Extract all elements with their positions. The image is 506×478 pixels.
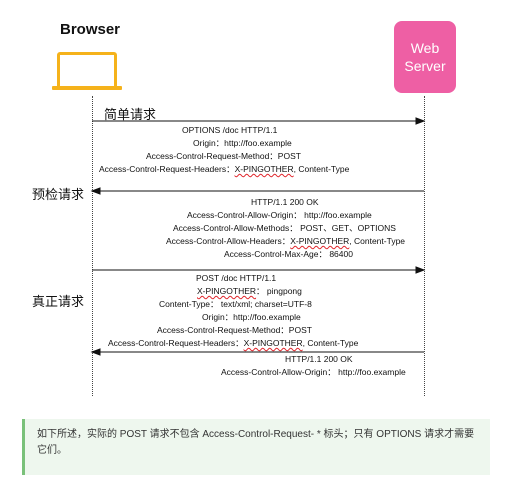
laptop-base (52, 86, 122, 90)
preflight-req-line4: Access-Control-Request-Headers：X-PINGOTH… (99, 164, 349, 175)
section-preflight-request: 预检请求 (32, 187, 85, 202)
arrowhead-actual-response (90, 348, 101, 356)
actual-req-line2-suffix: ： pingpong (256, 286, 302, 296)
arrowhead-actual-request (415, 266, 426, 274)
arrowhead-preflight-response (90, 187, 101, 195)
actual-req-line2-header: X-PINGOTHER (197, 286, 257, 296)
preflight-req-line4-header: X-PINGOTHER (234, 164, 294, 174)
actual-req-line5: Access-Control-Request-Method：POST (157, 325, 312, 335)
browser-lifeline (92, 96, 93, 396)
actual-req-line4: Origin：http://foo.example (202, 312, 301, 322)
actual-req-line6-suffix: , Content-Type (302, 338, 359, 348)
web-server-box: Web Server (394, 21, 456, 93)
preflight-res-line4: Access-Control-Allow-Headers：X-PINGOTHER… (166, 236, 405, 247)
preflight-res-line2: Access-Control-Allow-Origin： http://foo.… (187, 210, 372, 220)
preflight-res-line4-header: X-PINGOTHER (290, 236, 350, 246)
note-box: 如下所述，实际的 POST 请求不包含 Access-Control-Reque… (22, 419, 490, 475)
preflight-res-line5: Access-Control-Max-Age： 86400 (224, 249, 353, 259)
actual-res-line1: HTTP/1.1 200 OK (285, 354, 353, 364)
preflight-res-line4-suffix: , Content-Type (349, 236, 406, 246)
actual-req-line6-header: X-PINGOTHER (243, 338, 303, 348)
preflight-req-line3: Access-Control-Request-Method：POST (146, 151, 301, 161)
preflight-req-line2: Origin：http://foo.example (193, 138, 292, 148)
actual-req-line3: Content-Type： text/xml; charset=UTF-8 (159, 299, 312, 309)
actual-req-line6: Access-Control-Request-Headers：X-PINGOTH… (108, 338, 358, 349)
server-label-line2: Server (404, 58, 446, 74)
preflight-req-line4-suffix: , Content-Type (293, 164, 350, 174)
preflight-res-line4-prefix: Access-Control-Allow-Headers： (166, 236, 291, 246)
actual-res-line2: Access-Control-Allow-Origin： http://foo.… (221, 367, 406, 377)
actual-req-line1: POST /doc HTTP/1.1 (196, 273, 277, 283)
browser-title: Browser (60, 21, 121, 38)
actual-req-line6-prefix: Access-Control-Request-Headers： (108, 338, 244, 348)
server-label-line1: Web (410, 40, 440, 56)
arrowhead-preflight-request (415, 117, 426, 125)
preflight-res-line3: Access-Control-Allow-Methods： POST、GET、O… (173, 223, 396, 233)
preflight-req-line1: OPTIONS /doc HTTP/1.1 (182, 125, 278, 135)
server-lifeline (424, 96, 425, 396)
note-text: 如下所述，实际的 POST 请求不包含 Access-Control-Reque… (37, 429, 475, 456)
preflight-res-line1: HTTP/1.1 200 OK (251, 197, 319, 207)
preflight-req-line4-prefix: Access-Control-Request-Headers： (99, 164, 235, 174)
section-simple-request: 简单请求 (104, 107, 157, 122)
section-actual-request: 真正请求 (32, 294, 85, 309)
actual-req-line2: X-PINGOTHER： pingpong (197, 286, 302, 297)
